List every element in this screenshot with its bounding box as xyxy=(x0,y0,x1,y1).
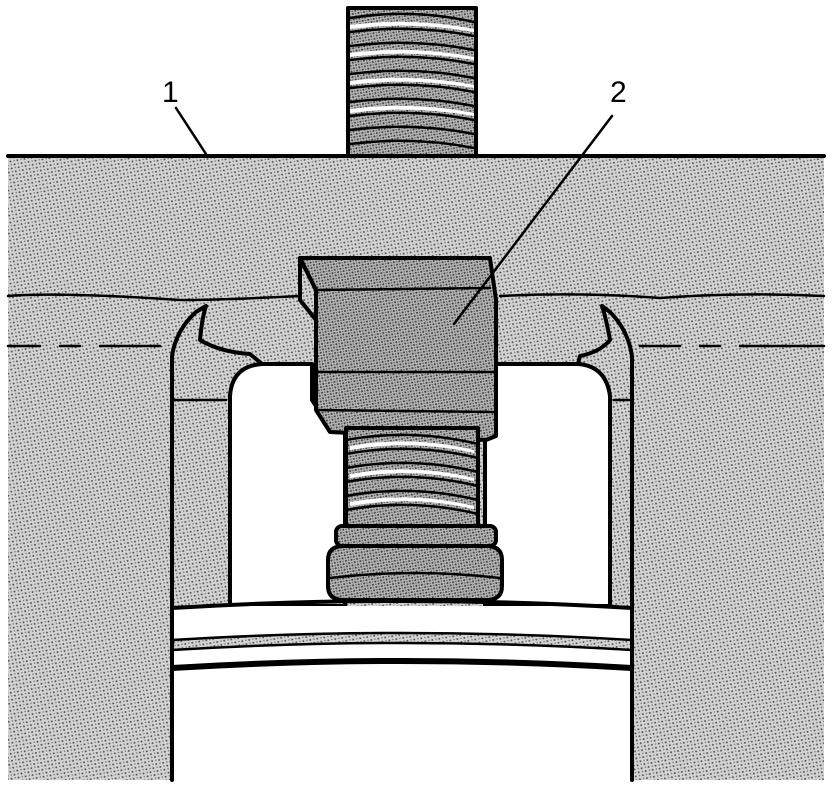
callout-label-1: 1 xyxy=(162,76,179,109)
valve-stem-thread xyxy=(344,426,480,530)
top-threaded-stud xyxy=(346,6,478,158)
leader-lines xyxy=(174,106,614,326)
spring-retainer xyxy=(326,524,504,602)
compressor-adapter xyxy=(298,256,498,442)
lower-bore xyxy=(170,599,634,782)
callout-label-2: 2 xyxy=(610,76,627,109)
spring-cavity xyxy=(170,304,634,608)
